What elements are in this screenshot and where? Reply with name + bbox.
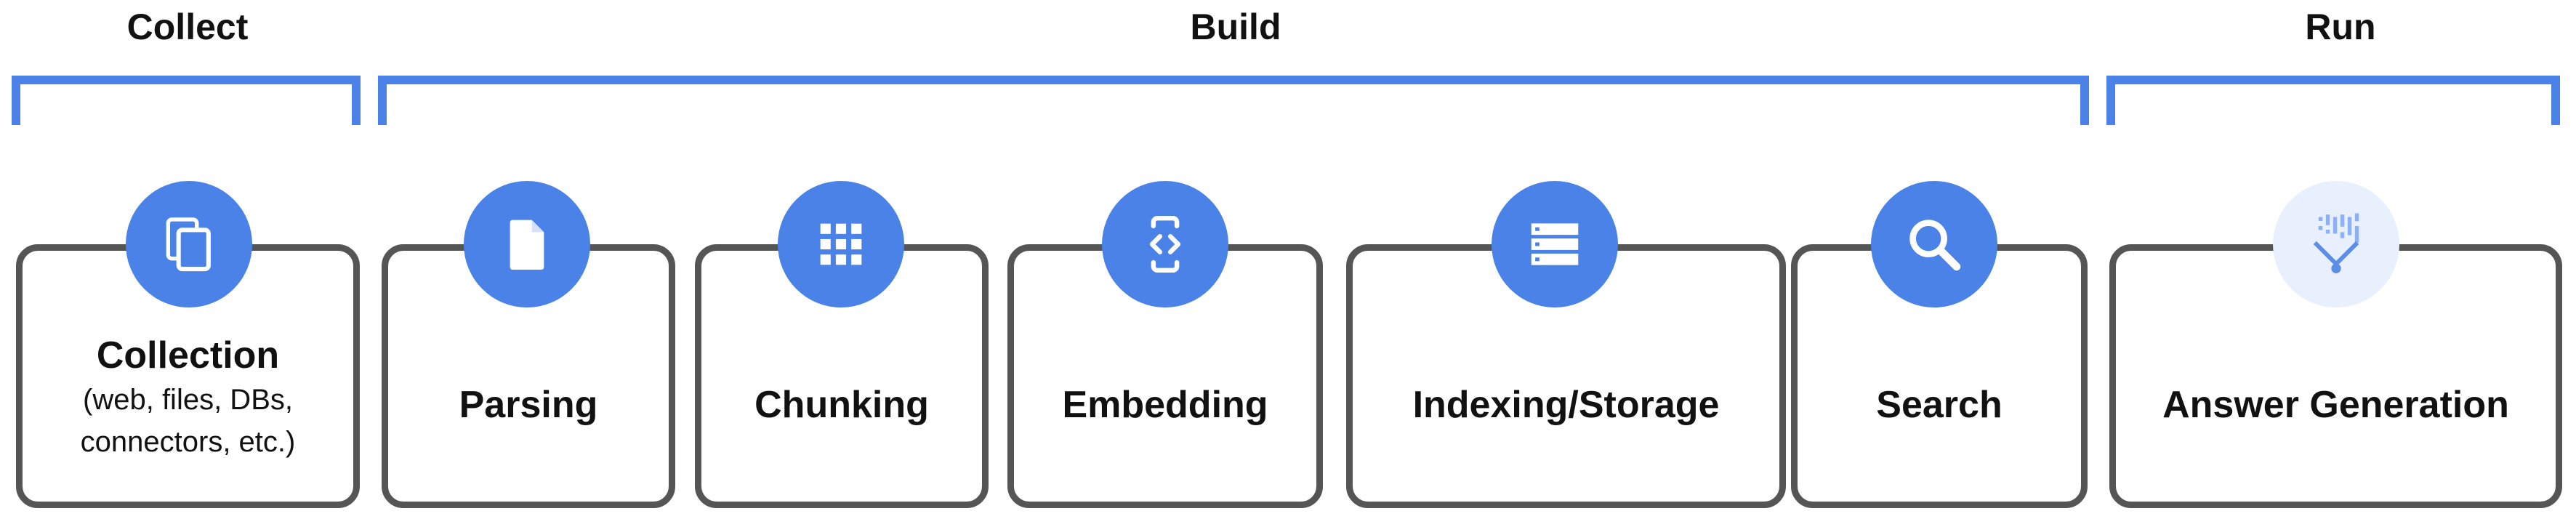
stage-title-parsing: Parsing	[459, 384, 598, 427]
database-rows-icon	[1492, 181, 1618, 307]
stage-title-indexing: Indexing/Storage	[1412, 384, 1720, 427]
stage-subtitle-collection-line1: (web, files, DBs,	[83, 383, 293, 416]
ai-sparkle-icon	[2273, 181, 2399, 307]
phase-label-run: Run	[2305, 7, 2376, 47]
stage-title-collection: Collection	[96, 334, 280, 377]
stage-subtitle-collection-line2: connectors, etc.)	[80, 425, 296, 458]
code-device-icon	[1102, 181, 1228, 307]
grid-icon	[778, 181, 904, 307]
phase-label-build: Build	[1190, 7, 1281, 47]
bracket-build	[378, 76, 2089, 125]
stage-title-search: Search	[1876, 384, 2003, 427]
search-icon	[1871, 181, 1997, 307]
stage-title-embedding: Embedding	[1062, 384, 1268, 427]
stage-title-chunking: Chunking	[754, 384, 929, 427]
copy-documents-icon	[126, 181, 252, 307]
document-icon	[464, 181, 590, 307]
phase-label-collect: Collect	[126, 7, 249, 47]
bracket-collect	[12, 76, 361, 125]
bracket-run	[2106, 76, 2560, 125]
stage-title-answer-generation: Answer Generation	[2162, 384, 2509, 427]
